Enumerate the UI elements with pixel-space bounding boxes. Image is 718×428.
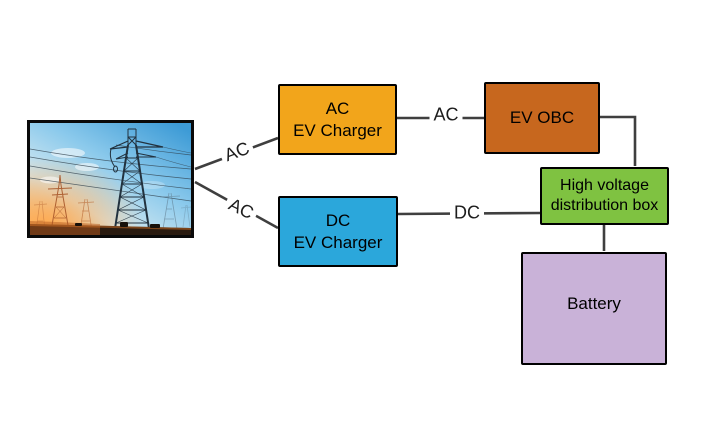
node-hv-distribution-box-line1: High voltage — [560, 177, 649, 194]
power-grid-photo-illustration — [30, 123, 191, 235]
node-dc-ev-charger-line1: DC — [325, 210, 351, 230]
power-grid-photo — [27, 120, 194, 238]
edge-obc-to-hv-box — [600, 115, 637, 166]
node-battery: Battery — [521, 252, 667, 365]
node-hv-distribution-box-line2: distribution box — [550, 197, 659, 214]
node-ac-ev-charger-line1: AC — [325, 98, 350, 118]
edge-label-grid-to-ac: AC — [217, 136, 257, 168]
node-ac-ev-charger: AC EV Charger — [278, 84, 397, 155]
node-ev-obc: EV OBC — [484, 82, 600, 154]
node-dc-ev-charger: DC EV Charger — [278, 196, 398, 267]
node-hv-distribution-box: High voltage distribution box — [540, 167, 669, 225]
edge-label-grid-to-dc: AC — [221, 192, 261, 226]
node-battery-label: Battery — [567, 293, 621, 313]
edge-label-ac-to-obc: AC — [429, 104, 463, 126]
node-ac-ev-charger-line2: EV Charger — [293, 120, 382, 140]
node-dc-ev-charger-line2: EV Charger — [293, 232, 383, 252]
node-ev-obc-label: EV OBC — [509, 108, 575, 127]
edge-label-dc-to-hv: DC — [450, 202, 484, 224]
